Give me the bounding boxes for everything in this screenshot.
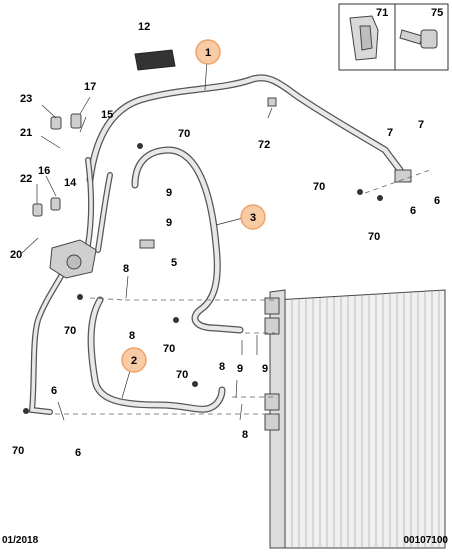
inset-label-71: 71 — [376, 7, 388, 19]
callout-1-number: 1 — [205, 47, 211, 59]
label-8-b: 8 — [129, 330, 135, 342]
label-14: 14 — [64, 177, 77, 189]
label-15: 15 — [101, 109, 113, 121]
hose-1 — [86, 74, 404, 184]
label-7-a: 7 — [387, 127, 393, 139]
label-6-b: 6 — [434, 195, 440, 207]
label-70-e: 70 — [368, 231, 380, 243]
label-17: 17 — [84, 81, 96, 93]
footer-ref: 00107100 — [403, 535, 449, 546]
label-70-d: 70 — [313, 181, 325, 193]
label-12: 12 — [138, 21, 150, 33]
label-22: 22 — [20, 173, 32, 185]
callout-1: 1 — [195, 39, 221, 65]
callout-3-number: 3 — [250, 212, 256, 224]
leader-lines — [21, 59, 273, 421]
valve-block — [49, 239, 97, 279]
callout-2: 2 — [121, 347, 147, 373]
label-6-c: 6 — [51, 385, 57, 397]
label-70-b: 70 — [64, 325, 76, 337]
clip-part-icon — [349, 15, 379, 61]
reference-labels: 12 23 17 15 21 16 14 22 20 70 9 9 5 8 8 … — [10, 21, 440, 459]
condenser — [264, 289, 446, 549]
pad-part-12 — [134, 49, 176, 71]
label-16: 16 — [38, 165, 50, 177]
callout-3: 3 — [240, 204, 266, 230]
label-6-d: 6 — [75, 447, 81, 459]
label-7-b: 7 — [418, 119, 424, 131]
inset-label-75: 75 — [431, 7, 443, 19]
label-8-d: 8 — [242, 429, 248, 441]
hose-left — [28, 157, 113, 415]
label-5: 5 — [171, 257, 177, 269]
label-70-g: 70 — [12, 445, 24, 457]
label-9-c: 9 — [237, 363, 243, 375]
inset-panel: 71 75 — [338, 3, 449, 71]
label-70-a: 70 — [178, 128, 190, 140]
label-70-f: 70 — [176, 369, 188, 381]
label-8-c: 8 — [219, 361, 225, 373]
label-9-a: 9 — [166, 187, 172, 199]
footer-date: 01/2018 — [2, 535, 39, 546]
label-6-a: 6 — [410, 205, 416, 217]
label-70-c: 70 — [163, 343, 175, 355]
label-20: 20 — [10, 249, 22, 261]
bolt-part-icon — [399, 29, 438, 49]
label-72: 72 — [258, 139, 270, 151]
label-21: 21 — [20, 127, 32, 139]
label-9-d: 9 — [262, 363, 268, 375]
callout-2-number: 2 — [131, 355, 137, 367]
label-8-a: 8 — [123, 263, 129, 275]
dashed-guides — [55, 169, 431, 415]
hose-3 — [131, 146, 244, 334]
small-fittings — [23, 97, 412, 414]
hose-2 — [87, 296, 226, 413]
label-23: 23 — [20, 93, 32, 105]
label-9-b: 9 — [166, 217, 172, 229]
